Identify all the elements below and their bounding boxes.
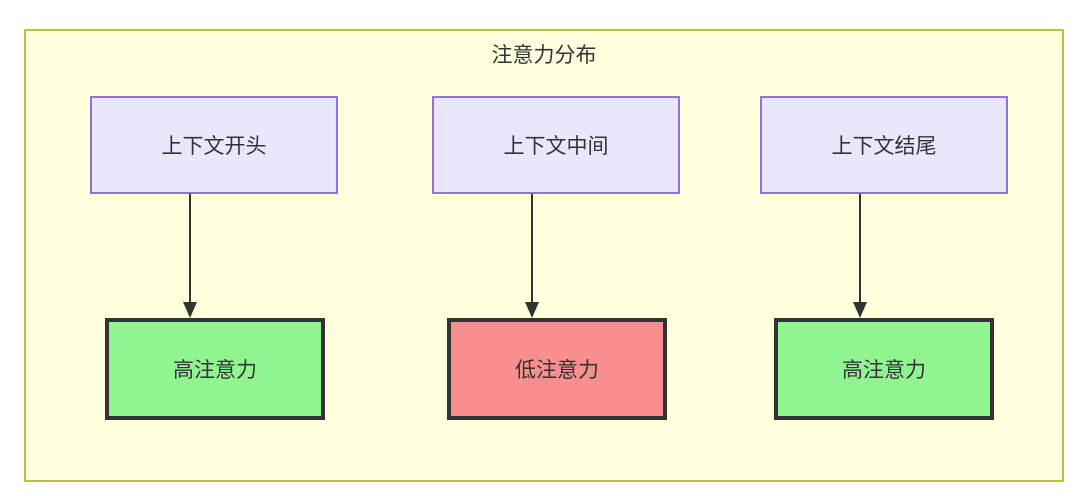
node-context-start[interactable]: 上下文开头 — [90, 96, 338, 194]
node-attention-high-end[interactable]: 高注意力 — [774, 318, 994, 420]
node-context-end[interactable]: 上下文结尾 — [760, 96, 1008, 194]
node-attention-low-middle[interactable]: 低注意力 — [447, 318, 667, 420]
node-context-middle[interactable]: 上下文中间 — [432, 96, 680, 194]
edge-arrow-0 — [183, 194, 197, 318]
diagram-cluster: 注意力分布 上下文开头 上下文中间 上下文结尾 高注意力 低注意力 — [24, 29, 1064, 482]
node-attention-high-start[interactable]: 高注意力 — [105, 318, 325, 420]
edge-arrow-1 — [525, 194, 539, 318]
edge-arrow-2 — [853, 194, 867, 318]
diagram-title: 注意力分布 — [491, 44, 597, 67]
